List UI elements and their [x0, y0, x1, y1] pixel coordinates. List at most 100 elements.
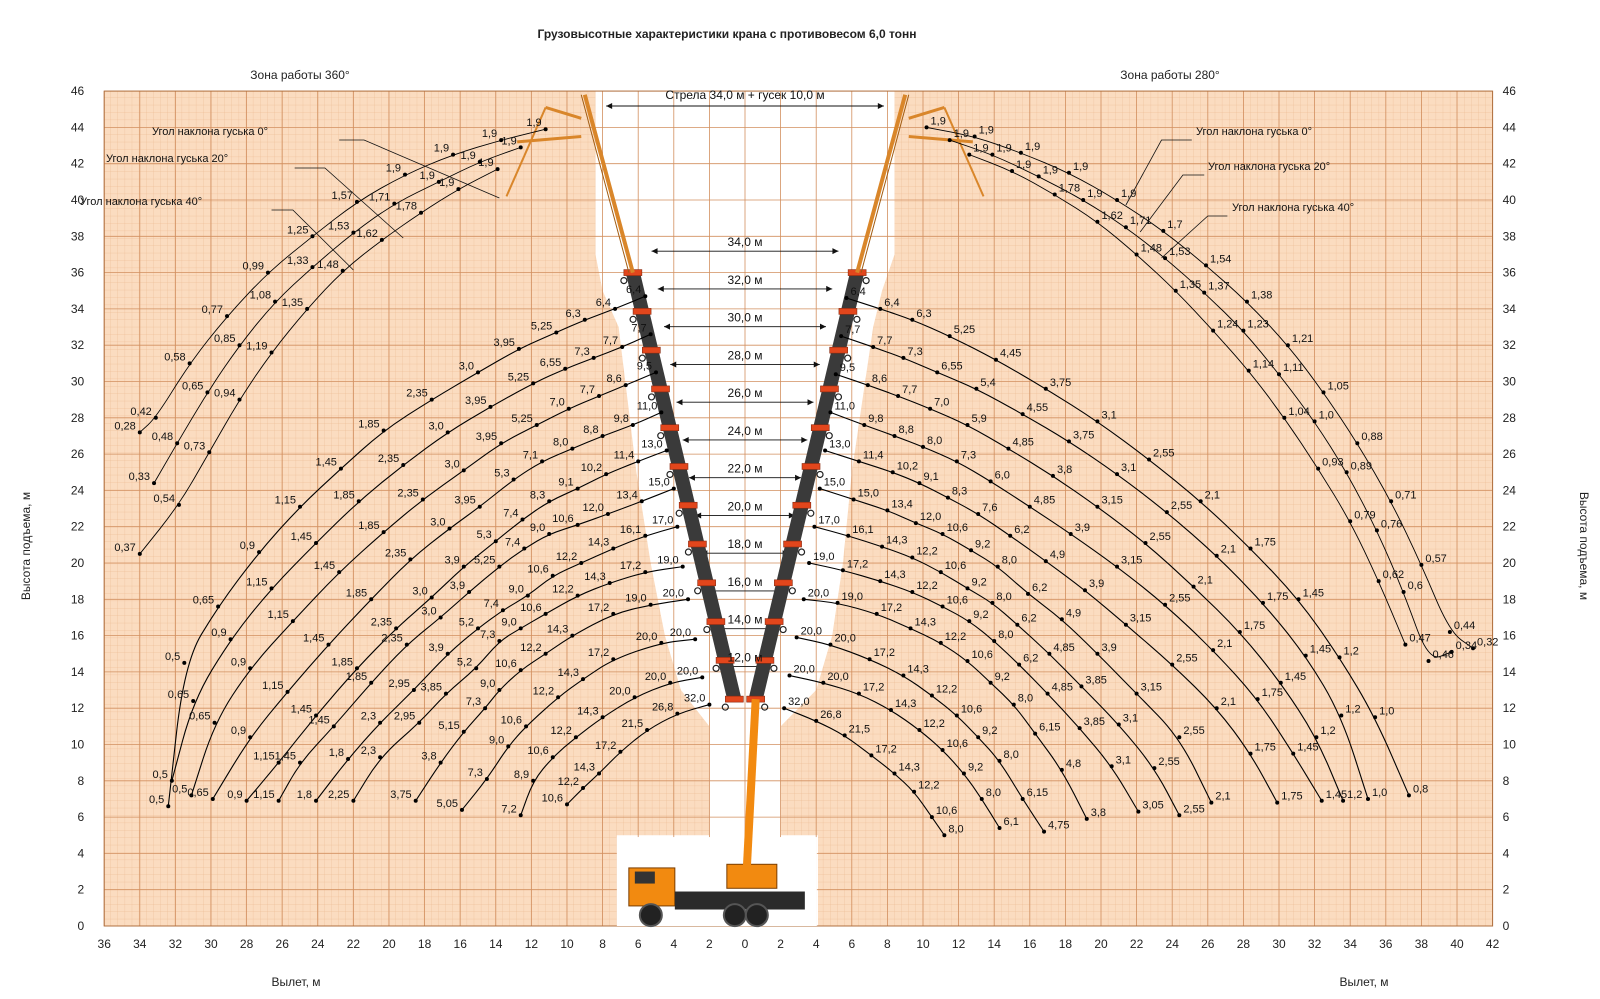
load-point — [1177, 813, 1182, 818]
y-tick-label: 0 — [1503, 919, 1510, 933]
load-point — [782, 706, 787, 711]
load-value-label: 0,9 — [227, 789, 242, 801]
hook-icon — [647, 393, 656, 401]
load-value-label: 7,4 — [503, 507, 518, 519]
x-tick-label: 38 — [1415, 937, 1429, 951]
load-curve — [212, 411, 662, 800]
load-value-label: 17,2 — [863, 682, 884, 694]
jib-lattice — [855, 94, 908, 274]
load-value-label: 1,14 — [1253, 359, 1274, 371]
load-value-label: 1,53 — [1169, 246, 1190, 258]
jib-load-curve — [969, 154, 1406, 645]
load-point — [888, 708, 893, 713]
load-value-label: 0,54 — [154, 493, 175, 505]
arrow-head — [801, 436, 808, 443]
load-point — [1449, 649, 1454, 654]
load-value-label: 1,8 — [329, 747, 344, 759]
x-tick-label: 36 — [98, 937, 112, 951]
load-curve — [824, 449, 1278, 803]
load-point — [869, 753, 874, 758]
y-tick-label: 24 — [1503, 483, 1517, 497]
hook-icon — [834, 393, 843, 401]
load-point — [874, 611, 879, 616]
load-value-label: 7,0 — [934, 397, 949, 409]
load-value-label: 17,2 — [881, 602, 902, 614]
load-value-label: 11,4 — [863, 449, 884, 461]
load-point — [940, 531, 945, 536]
load-point — [842, 733, 847, 738]
load-point — [476, 370, 480, 375]
load-value-label: 1,71 — [369, 192, 390, 204]
load-value-label: 1,85 — [332, 656, 353, 668]
boom-section-head — [715, 657, 735, 664]
load-point — [556, 695, 561, 700]
arrow-head — [832, 248, 839, 255]
load-point — [607, 580, 612, 585]
load-point — [787, 673, 792, 678]
load-point — [794, 635, 799, 640]
load-curve — [840, 335, 1369, 800]
x-tick-label: 6 — [848, 937, 855, 951]
load-value-label: 1,45 — [275, 751, 296, 763]
load-point — [506, 744, 511, 749]
load-value-label: 1,9 — [526, 117, 541, 129]
load-point — [1152, 766, 1157, 771]
load-value-label: 16,1 — [620, 524, 641, 536]
load-point — [524, 724, 529, 729]
load-value-label: 1,9 — [434, 143, 449, 155]
load-point — [1084, 816, 1089, 821]
load-point — [1095, 419, 1100, 424]
load-value-label: 3,95 — [454, 495, 475, 507]
load-point — [169, 778, 174, 783]
boom-section-head — [755, 657, 775, 664]
load-point — [664, 448, 669, 453]
hook-icon — [853, 315, 861, 323]
load-point — [1246, 368, 1251, 373]
load-point — [1191, 584, 1196, 589]
load-value-label: 3,9 — [1075, 522, 1090, 534]
load-point — [856, 459, 861, 464]
load-point — [1341, 798, 1346, 803]
load-point — [611, 546, 616, 551]
load-value-label: 0,47 — [1409, 633, 1430, 645]
y-tick-label: 20 — [1503, 556, 1517, 570]
load-point — [401, 462, 406, 467]
y-tick-label: 16 — [71, 629, 85, 643]
load-point — [1010, 168, 1014, 173]
load-value-label: 2,55 — [1153, 448, 1174, 460]
load-value-label: 15,0 — [824, 477, 845, 489]
load-point — [675, 711, 680, 716]
load-point — [645, 727, 650, 732]
load-point — [1471, 646, 1476, 651]
hook-icon — [684, 548, 693, 556]
load-value-label: 0,9 — [231, 656, 246, 668]
load-point — [1006, 446, 1011, 451]
load-point — [314, 798, 319, 803]
load-point — [890, 470, 895, 475]
y-tick-label: 34 — [1503, 302, 1517, 316]
boom-length-label: 30,0 м — [728, 311, 763, 325]
load-value-label: 26,8 — [652, 702, 673, 714]
x-tick-label: 20 — [1094, 937, 1108, 951]
load-value-label: 19,0 — [813, 551, 834, 563]
load-value-label: 0,65 — [187, 787, 208, 799]
load-point — [1419, 562, 1424, 567]
load-curve — [808, 562, 1139, 812]
load-value-label: 1,9 — [1043, 164, 1058, 176]
load-value-label: 17,2 — [620, 560, 641, 572]
load-value-label: 12,0 — [920, 511, 941, 523]
load-point — [1095, 219, 1100, 224]
load-point — [1052, 192, 1057, 197]
load-curve — [246, 449, 667, 802]
load-value-label: 7,3 — [480, 629, 495, 641]
load-value-label: 10,6 — [520, 602, 541, 614]
load-value-label: 6,3 — [916, 308, 931, 320]
load-point — [1296, 597, 1301, 602]
load-point — [540, 459, 545, 464]
boom-section-head — [678, 501, 698, 509]
load-point — [1011, 702, 1016, 707]
load-point — [1081, 198, 1086, 202]
load-curve — [167, 295, 646, 807]
load-value-label: 0,73 — [184, 440, 205, 452]
load-point — [269, 586, 274, 591]
